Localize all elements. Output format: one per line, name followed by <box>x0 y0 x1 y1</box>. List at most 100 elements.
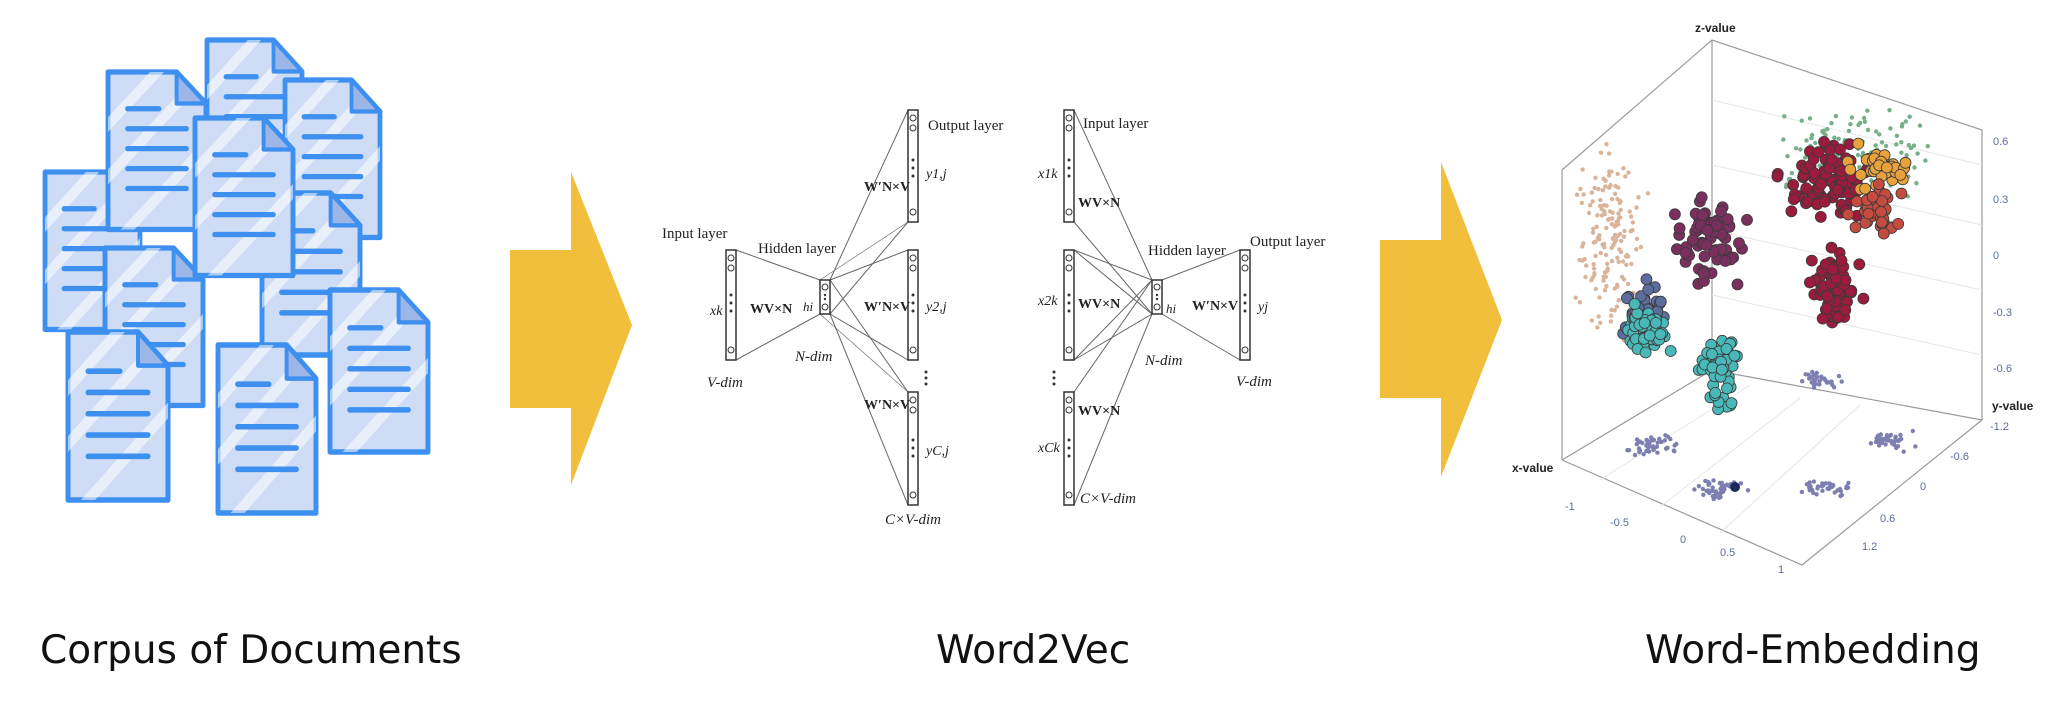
scatter-point <box>1710 488 1715 493</box>
scatter-point <box>1687 234 1699 246</box>
scatter-point <box>1593 253 1598 259</box>
scatter-point <box>1636 446 1642 451</box>
z-axis-label: z-value <box>1695 21 1736 35</box>
y-axis-label: y-value <box>1992 399 2034 413</box>
scatter-point <box>1655 450 1660 455</box>
scatter-point <box>1822 376 1827 381</box>
scatter-point <box>1597 233 1602 238</box>
scatter-point <box>1838 488 1844 494</box>
scatter-point <box>1606 173 1612 178</box>
scatter-point <box>1591 240 1597 245</box>
scatter-point <box>1899 124 1905 129</box>
scatter-point <box>1818 135 1830 148</box>
scatter-point <box>1692 487 1697 492</box>
scatter-point <box>1836 136 1841 141</box>
scatter-point <box>1594 224 1599 229</box>
scatter-point <box>1598 320 1603 325</box>
scatter-point <box>1672 443 1677 448</box>
scatter-point <box>1624 262 1629 267</box>
scatter-point <box>1853 258 1866 271</box>
scatter-point <box>1799 118 1805 123</box>
scatter-point <box>1616 298 1622 303</box>
scatter-point <box>1781 137 1786 142</box>
scatter-point <box>1813 377 1818 383</box>
scatter-point <box>1899 156 1912 169</box>
scatter-point <box>1771 170 1784 183</box>
scatter-point <box>1613 183 1618 189</box>
scatter-point <box>1811 479 1817 484</box>
scatter-point <box>1589 318 1595 323</box>
scatter-point <box>1839 379 1844 384</box>
output-weight-label: W′N×V <box>864 398 910 413</box>
scatter-point <box>1614 304 1620 309</box>
scatter-point <box>1901 449 1906 454</box>
scatter-point <box>1877 227 1890 240</box>
scatter-point <box>1866 190 1879 203</box>
scatter-point <box>1825 153 1838 166</box>
hidden-layer-label: Hidden layer <box>1148 243 1226 259</box>
hidden-layer-label: Hidden layer <box>758 241 836 257</box>
scatter-point <box>1706 348 1718 360</box>
scatter-point <box>1903 119 1909 124</box>
scatter-point <box>1846 128 1852 134</box>
scatter-point <box>1649 438 1655 443</box>
scatter-point <box>1595 325 1600 330</box>
output-weight-label: W′N×V <box>864 300 910 315</box>
scatter-point <box>1605 261 1610 266</box>
x-tick-label: 0.5 <box>1720 547 1735 559</box>
scatter-point <box>1609 196 1615 202</box>
scatter-point <box>1884 433 1890 438</box>
scatter-point <box>1601 241 1607 247</box>
scatter-point <box>1832 311 1844 324</box>
scatter-point <box>1601 278 1606 283</box>
scatter-point <box>1820 481 1825 486</box>
scatter-point <box>1630 227 1635 233</box>
scatter-point <box>1852 137 1865 150</box>
scatter-point <box>1609 222 1615 227</box>
input-layer-label: Input layer <box>662 226 727 242</box>
scatter-point <box>1895 187 1908 200</box>
scatter-point <box>1698 250 1711 263</box>
scatter-point <box>1634 205 1639 210</box>
scatter-point <box>1644 437 1649 443</box>
scatter-point <box>1630 220 1636 225</box>
scatter-point <box>1616 259 1621 264</box>
scatter-point <box>1862 207 1875 220</box>
arrow-right-icon <box>1380 162 1502 477</box>
scatter-point <box>1810 369 1815 375</box>
scatter-point <box>1695 191 1708 204</box>
scatter-point <box>1832 490 1837 495</box>
y-tick-label: -1.2 <box>1990 421 2009 433</box>
scatter-point <box>1607 151 1612 156</box>
scatter-point <box>1857 120 1863 126</box>
scatter-point <box>1849 221 1862 234</box>
scatter-point <box>1879 140 1885 145</box>
scatter-point <box>1588 203 1593 208</box>
scatter-point <box>1893 435 1898 440</box>
scatter-point <box>1574 192 1580 197</box>
scatter-point <box>1793 146 1799 151</box>
scatter-point <box>1728 349 1741 362</box>
scatter-point <box>1829 121 1834 126</box>
scatter-point <box>1644 448 1649 454</box>
scatter-point <box>1880 161 1893 174</box>
scatter-point <box>1722 483 1728 489</box>
scatter-point <box>1888 432 1894 438</box>
scatter-point <box>1638 244 1644 250</box>
scatter-point <box>1785 154 1790 159</box>
scatter-point <box>1589 190 1595 195</box>
scatter-point <box>1715 363 1728 376</box>
scatter-point <box>1578 186 1583 192</box>
scatter-point <box>1713 489 1719 494</box>
scatter-point <box>1821 290 1834 303</box>
scatter-points <box>1573 108 1931 502</box>
scatter-point <box>1875 216 1888 229</box>
scatter-point <box>1827 481 1832 486</box>
scatter-point <box>1591 226 1596 231</box>
scatter-point <box>1878 432 1884 437</box>
scatter-point <box>1634 442 1640 447</box>
output-word-label: y2,j <box>924 300 947 315</box>
scatter-point <box>1813 381 1818 387</box>
scatter-point <box>1617 247 1622 252</box>
